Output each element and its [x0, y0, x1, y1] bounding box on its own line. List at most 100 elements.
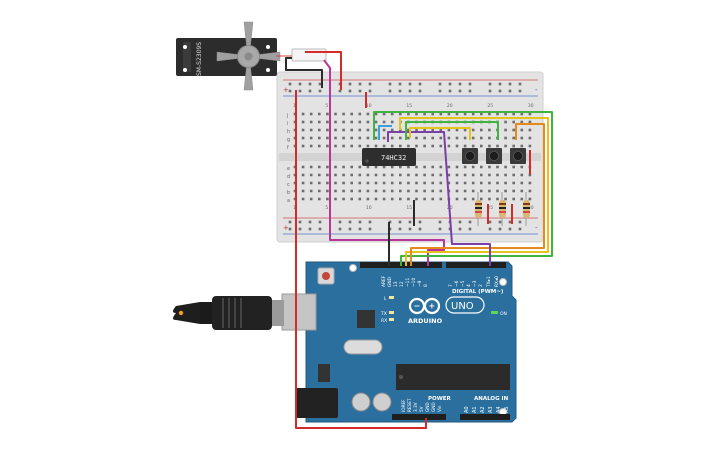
rail-hole[interactable] [338, 89, 342, 93]
breadboard-hole[interactable] [342, 120, 345, 124]
breadboard-hole[interactable] [520, 173, 524, 177]
breadboard-hole[interactable] [358, 165, 362, 169]
breadboard-hole[interactable] [366, 173, 370, 177]
rail-hole[interactable] [338, 220, 342, 224]
breadboard-hole[interactable] [528, 181, 532, 185]
breadboard-hole[interactable] [488, 136, 491, 140]
breadboard-hole[interactable] [301, 189, 305, 193]
breadboard-hole[interactable] [390, 181, 394, 185]
rail-hole[interactable] [468, 227, 472, 231]
breadboard-hole[interactable] [399, 173, 402, 177]
breadboard-hole[interactable] [423, 165, 426, 169]
breadboard-hole[interactable] [455, 165, 459, 169]
rail-hole[interactable] [418, 82, 422, 86]
breadboard-hole[interactable] [407, 165, 410, 169]
breadboard-hole[interactable] [334, 197, 337, 201]
breadboard-hole[interactable] [342, 128, 345, 132]
breadboard-hole[interactable] [504, 197, 507, 201]
breadboard-hole[interactable] [480, 181, 483, 185]
rail-hole[interactable] [488, 82, 492, 86]
breadboard-hole[interactable] [334, 120, 337, 124]
breadboard-hole[interactable] [326, 173, 329, 177]
breadboard-hole[interactable] [350, 144, 353, 148]
breadboard-hole[interactable] [415, 136, 418, 140]
rail-hole[interactable] [418, 220, 422, 224]
rail-hole[interactable] [498, 89, 502, 93]
breadboard-hole[interactable] [318, 144, 321, 148]
wire-green[interactable] [373, 111, 553, 266]
breadboard-hole[interactable] [463, 189, 467, 193]
rail-hole[interactable] [458, 220, 462, 224]
breadboard-hole[interactable] [342, 181, 345, 185]
rail-hole[interactable] [408, 82, 412, 86]
wire-orange[interactable] [410, 123, 545, 266]
breadboard-hole[interactable] [488, 173, 491, 177]
breadboard-hole[interactable] [512, 144, 515, 148]
breadboard-hole[interactable] [431, 181, 434, 185]
breadboard-hole[interactable] [350, 197, 353, 201]
breadboard-hole[interactable] [301, 165, 305, 169]
breadboard-hole[interactable] [512, 197, 515, 201]
breadboard-hole[interactable] [431, 136, 434, 140]
breadboard-hole[interactable] [374, 197, 378, 201]
breadboard-hole[interactable] [504, 181, 507, 185]
breadboard-hole[interactable] [455, 136, 459, 140]
breadboard-hole[interactable] [326, 136, 329, 140]
breadboard-hole[interactable] [488, 197, 491, 201]
breadboard-hole[interactable] [342, 165, 345, 169]
breadboard-hole[interactable] [407, 128, 410, 132]
breadboard-hole[interactable] [342, 136, 345, 140]
resistor-1[interactable] [475, 192, 482, 226]
rail-hole[interactable] [388, 89, 392, 93]
breadboard-hole[interactable] [415, 128, 418, 132]
breadboard-hole[interactable] [342, 173, 345, 177]
breadboard-hole[interactable] [423, 144, 426, 148]
rail-hole[interactable] [318, 82, 322, 86]
breadboard-hole[interactable] [496, 197, 499, 201]
breadboard-hole[interactable] [439, 173, 443, 177]
breadboard-hole[interactable] [366, 136, 370, 140]
breadboard-hole[interactable] [512, 181, 515, 185]
rail-hole[interactable] [368, 89, 372, 93]
breadboard-hole[interactable] [358, 173, 362, 177]
breadboard-hole[interactable] [488, 181, 491, 185]
rail-hole[interactable] [298, 89, 302, 93]
breadboard-hole[interactable] [309, 173, 313, 177]
rail-hole[interactable] [348, 89, 352, 93]
rail-hole[interactable] [318, 220, 322, 224]
breadboard-hole[interactable] [431, 144, 434, 148]
breadboard-hole[interactable] [512, 112, 515, 116]
breadboard-hole[interactable] [358, 189, 362, 193]
rail-hole[interactable] [388, 82, 392, 86]
breadboard-hole[interactable] [520, 197, 524, 201]
breadboard-hole[interactable] [390, 136, 394, 140]
breadboard-hole[interactable] [471, 197, 475, 201]
breadboard-hole[interactable] [520, 120, 524, 124]
breadboard-hole[interactable] [447, 128, 451, 132]
breadboard-hole[interactable] [318, 165, 321, 169]
breadboard-hole[interactable] [504, 173, 507, 177]
breadboard-hole[interactable] [447, 112, 451, 116]
wire-green-short[interactable] [405, 121, 499, 140]
breadboard-hole[interactable] [455, 197, 459, 201]
breadboard-hole[interactable] [382, 197, 386, 201]
wire-red-5v[interactable] [295, 90, 427, 429]
breadboard-hole[interactable] [488, 165, 491, 169]
breadboard-hole[interactable] [415, 165, 418, 169]
rail-hole[interactable] [288, 220, 292, 224]
breadboard-hole[interactable] [350, 136, 353, 140]
breadboard-hole[interactable] [496, 181, 499, 185]
breadboard-hole[interactable] [334, 136, 337, 140]
resistor-2[interactable] [499, 192, 506, 226]
breadboard-hole[interactable] [496, 112, 499, 116]
breadboard-hole[interactable] [471, 165, 475, 169]
rail-hole[interactable] [468, 82, 472, 86]
rail-hole[interactable] [508, 220, 512, 224]
rail-hole[interactable] [458, 82, 462, 86]
breadboard-hole[interactable] [407, 197, 410, 201]
rail-hole[interactable] [408, 227, 412, 231]
breadboard-hole[interactable] [399, 165, 402, 169]
breadboard-hole[interactable] [382, 189, 386, 193]
breadboard-hole[interactable] [455, 189, 459, 193]
rail-hole[interactable] [368, 220, 372, 224]
